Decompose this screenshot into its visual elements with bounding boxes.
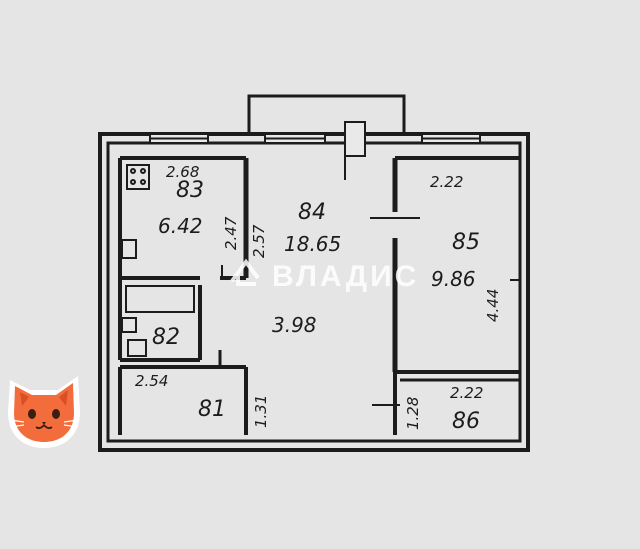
bedroom-width-dim: 2.22 bbox=[430, 173, 463, 191]
interior-walls bbox=[118, 156, 520, 435]
kitchen-depth-dim: 2.47 bbox=[222, 216, 240, 250]
cat-face-icon bbox=[8, 376, 80, 448]
washbasin-icon bbox=[121, 317, 137, 333]
toilet-depth-dim: 1.31 bbox=[252, 395, 270, 428]
pantry-number: 86 bbox=[452, 409, 480, 434]
brand-watermark: ВЛАДИС bbox=[230, 258, 419, 293]
bathtub-icon bbox=[125, 285, 195, 313]
kitchen-width-dim: 2.68 bbox=[166, 163, 199, 181]
toilet-width-dim: 2.54 bbox=[135, 372, 168, 390]
toilet-number: 81 bbox=[198, 397, 226, 422]
toilet-bowl-icon bbox=[127, 339, 147, 357]
hall-number: 84 bbox=[298, 200, 326, 225]
bedroom-area: 9.86 bbox=[431, 267, 476, 291]
hall-side-dim: 2.57 bbox=[250, 224, 268, 258]
sink-icon bbox=[121, 239, 137, 259]
house-logo-icon bbox=[230, 258, 260, 286]
watermark-text: ВЛАДИС bbox=[272, 260, 419, 293]
corridor-area: 3.98 bbox=[272, 313, 317, 337]
bedroom-number: 85 bbox=[452, 230, 480, 255]
hall-area: 18.65 bbox=[284, 232, 341, 256]
fixtures bbox=[121, 164, 195, 357]
windows bbox=[149, 121, 481, 157]
bedroom-depth-dim: 4.44 bbox=[484, 289, 502, 322]
kitchen-area: 6.42 bbox=[158, 214, 203, 238]
bathroom-number: 82 bbox=[152, 325, 180, 350]
pantry-depth-dim: 1.28 bbox=[404, 397, 422, 430]
cat-sticker bbox=[2, 366, 86, 450]
kitchen-number: 83 bbox=[176, 178, 204, 203]
pantry-width-dim: 2.22 bbox=[450, 384, 483, 402]
stove-icon bbox=[126, 164, 150, 190]
